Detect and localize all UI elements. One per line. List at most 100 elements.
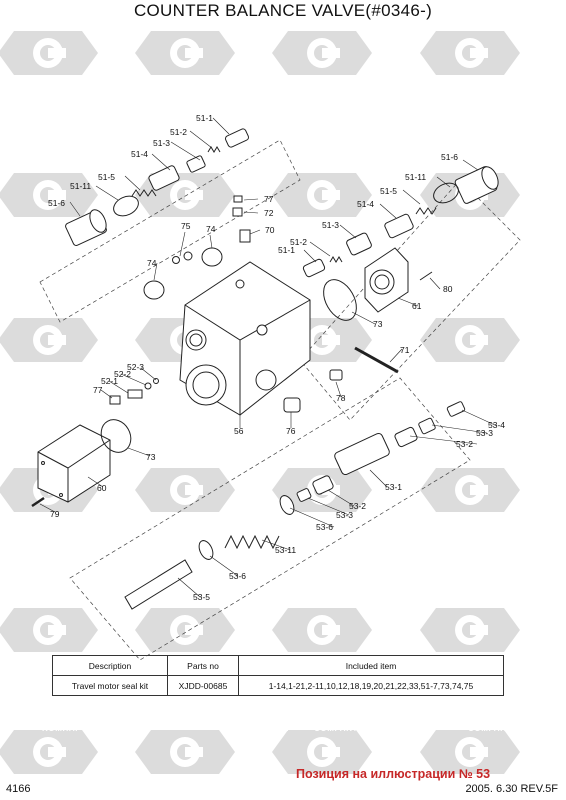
o-ring-73-left [100, 419, 132, 453]
svg-text:KOMПАРТ: KOMПАРТ [42, 577, 87, 586]
part-77-top [233, 195, 243, 203]
callout: 51-4 [357, 199, 374, 209]
callout: 77 [264, 194, 274, 204]
leader-lines [39, 117, 498, 598]
callout: 51-3 [153, 138, 170, 148]
o-ring-74-right [201, 247, 223, 267]
callout: 79 [50, 509, 60, 519]
callout-labels: 51-1 51-2 51-3 51-4 51-5 51-11 51-6 51-6… [48, 113, 505, 602]
cell-description: Travel motor seal kit [52, 675, 168, 696]
plug-53-5 [124, 559, 193, 610]
col-parts-no: Parts no [167, 655, 239, 676]
flange-61 [364, 247, 409, 313]
callout: 53-3 [336, 510, 353, 520]
callout: 70 [265, 225, 275, 235]
callout: 53-6 [229, 571, 246, 581]
callout: 75 [181, 221, 191, 231]
svg-text:COMPART: COMPART [108, 430, 152, 439]
svg-text:COMPART: COMPART [468, 128, 512, 137]
svg-text:KOMПАРТ: KOMПАРТ [42, 724, 87, 733]
callout: 51-4 [131, 149, 148, 159]
callout: 52-3 [127, 362, 144, 372]
callout: 72 [264, 208, 274, 218]
valve-body-56 [179, 261, 311, 416]
part-70 [239, 229, 251, 243]
parts-table-header: Description Parts no Included item [52, 655, 504, 676]
part-52-2 [144, 382, 152, 390]
parts-table: Description Parts no Included item Trave… [52, 655, 504, 696]
svg-text:KOMПАРТ: KOMПАРТ [388, 724, 433, 733]
part-53-2 [394, 426, 418, 448]
o-ring-74-left [143, 280, 165, 300]
svg-text:KOMПАРТ: KOMПАРТ [246, 430, 291, 439]
callout: 53-2 [456, 439, 473, 449]
plug-51-1-right [302, 258, 326, 278]
o-ring-51-11-right [433, 182, 459, 204]
callout: 51-2 [290, 237, 307, 247]
callout: 74 [147, 258, 157, 268]
callout: 51-3 [322, 220, 339, 230]
poppet-51-4-right [384, 213, 414, 239]
part-53-3 [418, 417, 436, 435]
callout: 53-11 [275, 545, 296, 555]
callout: 73 [146, 452, 156, 462]
washer-53-6-lower [198, 540, 214, 560]
callout: 53-1 [385, 482, 402, 492]
table-row: Travel motor seal kit XJDD-00685 1-14,1-… [52, 675, 504, 696]
svg-text:KOMПАРТ: KOMПАРТ [42, 128, 87, 137]
callout: 51-1 [196, 113, 213, 123]
callout: 51-6 [48, 198, 65, 208]
callout: 52-2 [114, 369, 131, 379]
assembly-outline [39, 139, 521, 661]
svg-text:COMPART: COMPART [314, 724, 358, 733]
svg-text:COMPART: COMPART [468, 577, 512, 586]
callout: 80 [443, 284, 453, 294]
svg-text:KOMПАРТ: KOMПАРТ [42, 430, 87, 439]
o-ring-75b [183, 251, 193, 261]
part-72 [232, 207, 243, 217]
bolt-79 [31, 496, 45, 508]
page-number: 4166 [6, 783, 31, 795]
callout: 60 [97, 483, 107, 493]
seat-51-3-right [346, 232, 372, 256]
callout: 73 [373, 319, 383, 329]
svg-text:KOMПАРТ: KOMПАРТ [246, 724, 291, 733]
svg-text:KOMПАРТ: KOMПАРТ [246, 128, 291, 137]
col-description: Description [52, 655, 168, 676]
callout: 51-11 [405, 172, 426, 182]
cover-60 [37, 424, 111, 503]
svg-text:COMPART: COMPART [314, 277, 358, 286]
spring-51-2-left [207, 146, 221, 153]
svg-text:COMPART: COMPART [108, 577, 152, 586]
callout: 52-1 [101, 376, 118, 386]
svg-text:KOMПАРТ: KOMПАРТ [388, 577, 433, 586]
callout: 71 [400, 345, 410, 355]
callout: 51-11 [70, 181, 91, 191]
spool-53-1 [334, 432, 390, 476]
plug-51-1-left [224, 128, 250, 148]
parts-drawing [31, 128, 499, 610]
position-note: Позиция на иллюстрации № 53 [296, 767, 491, 781]
revision-label: 2005. 6.30 REV.5F [465, 783, 558, 795]
svg-text:COMPART: COMPART [314, 577, 358, 586]
svg-text:COMPART: COMPART [108, 277, 152, 286]
part-53-2-lower [312, 475, 334, 495]
svg-text:COMPART: COMPART [108, 724, 152, 733]
callout: 61 [412, 301, 422, 311]
spring-51-5-left [131, 189, 157, 197]
callout: 51-1 [278, 245, 295, 255]
svg-text:COMPART: COMPART [314, 128, 358, 137]
part-52-3 [153, 378, 159, 384]
svg-text:KOMПАРТ: KOMПАРТ [246, 577, 291, 586]
callout: 51-5 [380, 186, 397, 196]
svg-text:COMPART: COMPART [468, 430, 512, 439]
o-ring-73-top [323, 279, 357, 321]
seat-51-3-left [186, 155, 206, 173]
svg-text:COMPART: COMPART [314, 430, 358, 439]
plug-51-6-left [65, 209, 107, 246]
bolt-71 [354, 346, 399, 374]
callout: 53-6 [316, 522, 333, 532]
o-ring-75a [172, 256, 180, 264]
page-title: COUNTER BALANCE VALVE(#0346-) [133, 1, 433, 20]
